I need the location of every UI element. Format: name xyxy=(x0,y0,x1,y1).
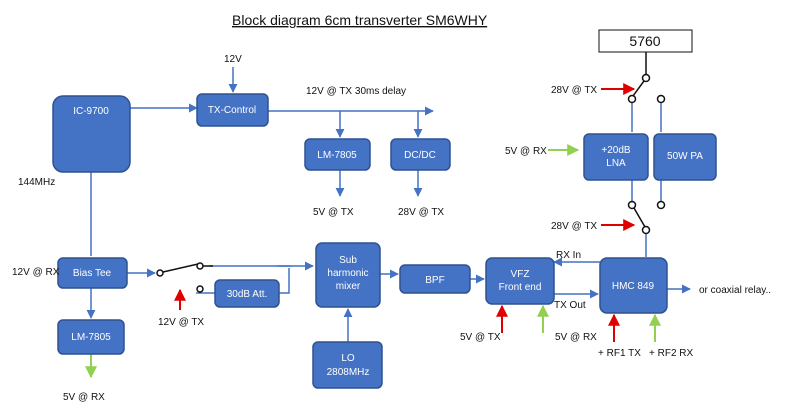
block-hmc849 xyxy=(599,257,668,314)
label-vfz-line1: VFZ xyxy=(511,269,530,280)
annotations: 12V 12V @ TX 30ms delay 144MHz 5V @ TX 2… xyxy=(12,54,771,403)
block-lo xyxy=(312,341,383,389)
note-5v-rx-bottom: 5V @ RX xyxy=(63,392,105,403)
label-mixer-line2: harmonic xyxy=(327,268,368,279)
label-bias-tee: Bias Tee xyxy=(73,268,112,279)
blocks xyxy=(52,93,717,389)
note-rf1-tx: + RF1 TX xyxy=(598,348,641,359)
switch-top-common xyxy=(641,73,651,83)
label-mixer-line3: mixer xyxy=(336,281,361,292)
note-5v-rx-vfz: 5V @ RX xyxy=(555,332,597,343)
block-5760 xyxy=(598,29,693,53)
label-ic9700: IC-9700 xyxy=(73,106,109,117)
diagram-title: Block diagram 6cm transverter SM6WHY xyxy=(232,12,488,28)
label-dcdc: DC/DC xyxy=(404,150,436,161)
label-mixer-line1: Sub xyxy=(339,255,357,266)
switch-input-lever xyxy=(162,263,199,273)
switch-top-lever xyxy=(632,80,645,97)
label-lna-line1: +20dB xyxy=(601,145,631,156)
note-12v-tx: 12V @ TX xyxy=(158,317,204,328)
label-lo-line1: LO xyxy=(341,353,355,364)
block-pa xyxy=(653,133,717,181)
label-lm7805-bottom: LM-7805 xyxy=(71,332,111,343)
note-144mhz: 144MHz xyxy=(18,177,55,188)
block-bpf xyxy=(399,264,471,294)
switch-low-common xyxy=(641,225,651,235)
wires xyxy=(86,67,691,342)
label-lo-line2: 2808MHz xyxy=(327,367,370,378)
label-lna-line2: LNA xyxy=(606,158,626,169)
block-vfz-front-end xyxy=(485,257,555,305)
block-ic9700 xyxy=(52,95,131,173)
label-vfz-line2: Front end xyxy=(499,282,542,293)
switch-input-common xyxy=(156,269,164,277)
block-tx-control xyxy=(196,93,269,127)
block-lm7805-bottom xyxy=(57,319,125,355)
note-rx-in: RX In xyxy=(556,250,581,261)
label-5760: 5760 xyxy=(629,33,660,49)
note-tx-out: TX Out xyxy=(554,300,586,311)
note-28v-tx-lower: 28V @ TX xyxy=(551,221,597,232)
switch-top-contact-pa xyxy=(656,94,666,104)
switch-low-contact-lna xyxy=(627,200,637,210)
label-bpf: BPF xyxy=(425,275,444,286)
note-12v-top: 12V xyxy=(224,54,242,65)
label-30db-att: 30dB Att. xyxy=(227,289,268,300)
label-lm7805-top: LM-7805 xyxy=(317,150,357,161)
block-lna xyxy=(583,133,649,181)
block-bias-tee xyxy=(57,257,128,289)
block-dcdc xyxy=(390,138,451,171)
control-arrows xyxy=(85,83,661,379)
switch-input-contact-b xyxy=(196,285,204,293)
note-coax-relay: or coaxial relay.. xyxy=(699,285,771,296)
label-tx-control: TX-Control xyxy=(208,105,256,116)
wire-att-to-mixer xyxy=(279,268,290,294)
note-rf2-rx: + RF2 RX xyxy=(649,348,694,359)
switch-low-contact-pa xyxy=(656,200,666,210)
block-30db-att xyxy=(214,279,280,308)
note-tx-delay: 12V @ TX 30ms delay xyxy=(306,86,406,97)
note-28v-tx-top: 28V @ TX xyxy=(551,85,597,96)
block-labels: IC-9700 TX-Control LM-7805 DC/DC Bias Te… xyxy=(71,33,703,378)
block-lm7805-top xyxy=(304,138,371,171)
switch-low-lever xyxy=(633,207,646,228)
note-5v-tx-top: 5V @ TX xyxy=(313,207,354,218)
label-pa: 50W PA xyxy=(667,151,703,162)
label-hmc849: HMC 849 xyxy=(612,281,655,292)
note-5v-rx-lna: 5V @ RX xyxy=(505,146,547,157)
note-5v-tx-vfz: 5V @ TX xyxy=(460,332,501,343)
block-mixer xyxy=(315,242,381,308)
switch-top-contact-lna xyxy=(627,94,637,104)
note-28v-tx-mid: 28V @ TX xyxy=(398,207,444,218)
note-12v-rx: 12V @ RX xyxy=(12,267,60,278)
